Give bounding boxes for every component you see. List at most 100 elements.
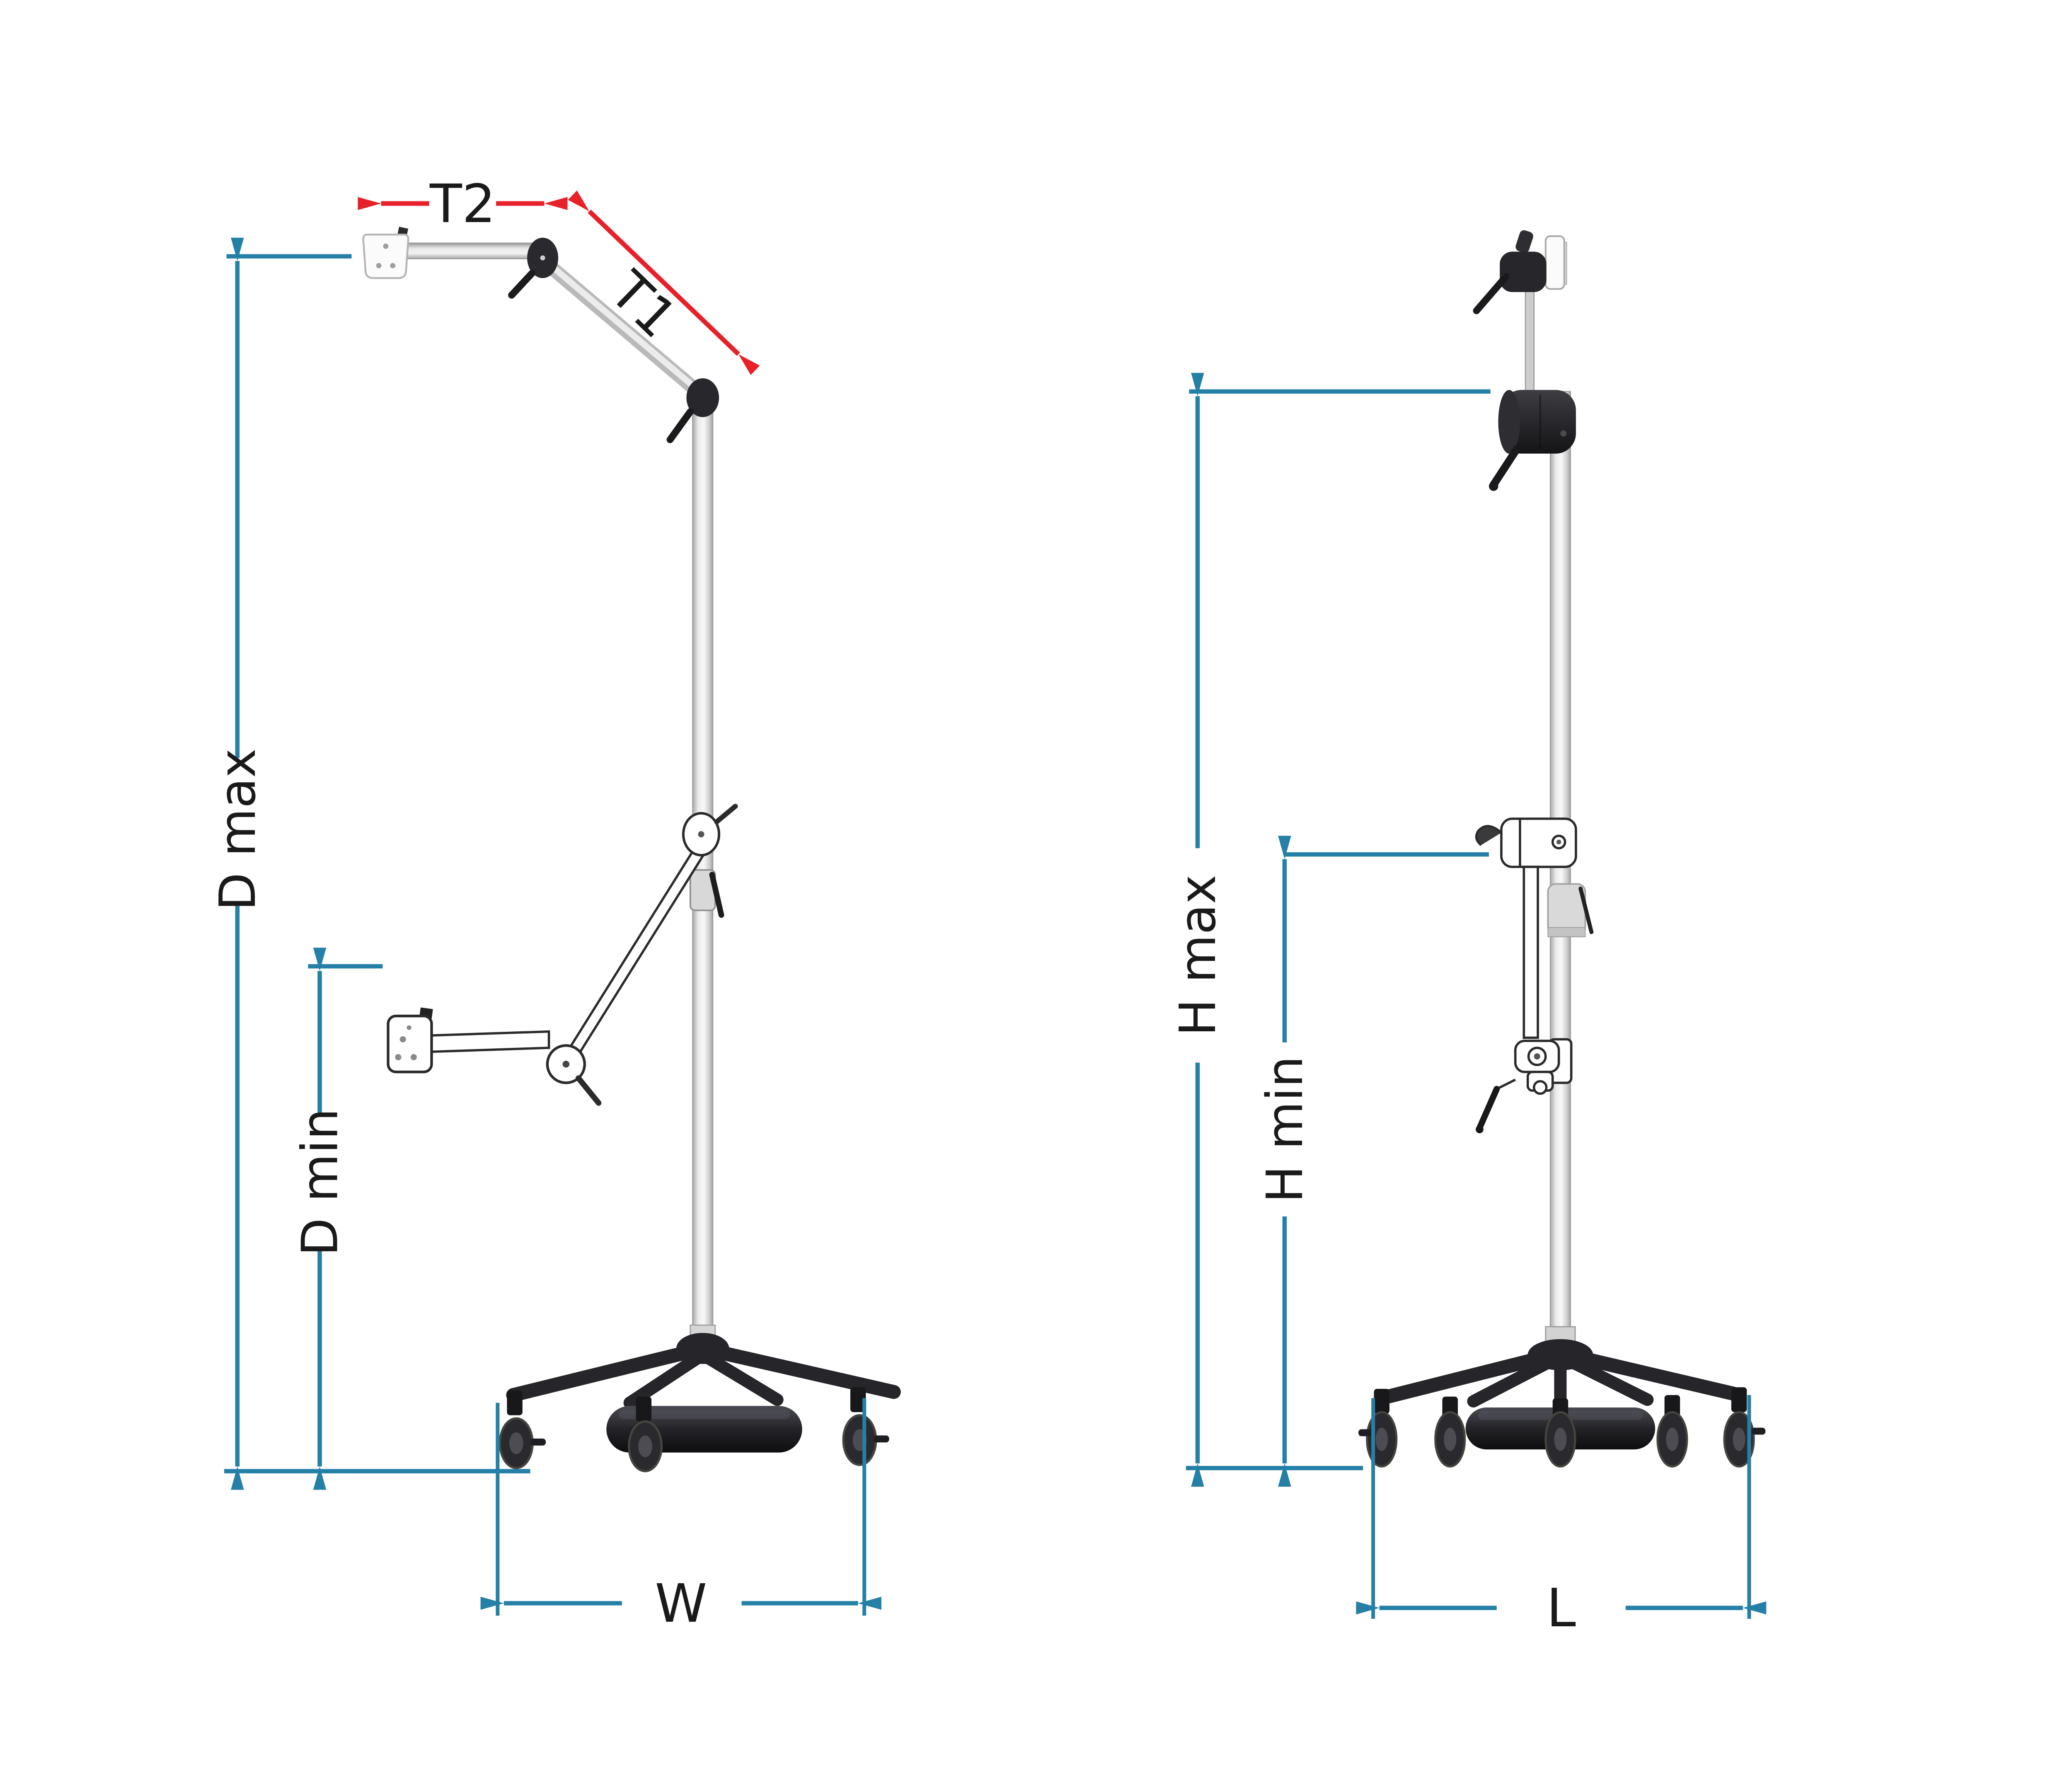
bracket-bottom-pivot-dot [1534,1053,1540,1060]
lamp-head-raised [362,227,409,279]
caster [1434,1396,1466,1468]
base-hub [676,1333,729,1364]
bracket-lever-link [1496,1079,1516,1090]
caster-hub [1733,1427,1745,1451]
t1-label: T1 [598,260,688,350]
elbow-knob-screw [540,255,545,261]
lower-elbow-screw [562,1061,570,1068]
bracket-bottom-lever [1476,1086,1500,1131]
l-label: L [1547,1578,1576,1639]
dim-d-min: D min [292,948,383,1490]
caster-brake [530,1438,546,1446]
front-arm-raised-position [362,227,719,443]
upper-clamp-body [1501,390,1576,454]
caster-stem [507,1390,523,1415]
caster-hub [1554,1427,1567,1451]
caster [628,1396,663,1473]
side-base [1358,1326,1766,1468]
dim-d-max: D max [209,237,352,1490]
caster-brake [874,1435,889,1443]
dim-h-min: H min [1256,836,1489,1487]
dim-t2: T2 [358,174,568,235]
ring-joint-handle [714,803,738,825]
lamp-head-dot [407,1025,411,1030]
d-max-label: D max [209,748,267,911]
base-tray-highlight [619,1410,790,1420]
pole-collar-lever [1578,886,1594,934]
side-mid-bracket [1475,817,1594,1134]
pole-top-joint-lever [666,408,694,443]
dim-h-max: H max [1169,372,1491,1487]
dim-w: W [480,1398,881,1635]
caster [842,1387,889,1466]
lamp-head-edge [1544,235,1565,290]
caster-stem [850,1387,866,1412]
head-knob [1515,230,1533,253]
w-label: W [655,1573,707,1635]
lamp-head-lowered [387,1007,433,1074]
lamp-head-dot [390,263,396,268]
dim-t1: T1 [568,190,760,375]
dim-l: L [1356,1395,1767,1639]
caster [1656,1395,1688,1468]
h-max-label: H max [1169,875,1227,1036]
height-clamp-lever [709,872,724,918]
caster-stem [636,1396,652,1422]
upper-clamp-cap [1498,390,1520,454]
lower-elbow-lever [576,1075,602,1106]
t2-label: T2 [429,174,496,235]
caster-brake [1358,1429,1372,1437]
caster [499,1390,546,1469]
lamp-head-dot [395,1054,402,1060]
lamp-head-dot [399,1036,406,1042]
head-clamp-lever [1473,273,1510,314]
front-arm-lowered-position [387,803,738,1106]
ring-joint-screw [698,831,704,837]
caster-hub [1375,1427,1388,1451]
pole-collar-lip [1547,927,1586,937]
base-arm [506,1341,710,1402]
head-clamp [1500,252,1547,292]
lamp-head-dot [376,263,382,268]
caster [1723,1387,1766,1468]
lamp-head-plate [387,1014,433,1074]
top-arm-tube [407,242,542,259]
head-arm-rod [1525,288,1535,395]
front-view: T2 T1 D max D min W [209,174,901,1635]
lamp-head-dot [383,243,389,249]
caster-hub [509,1432,523,1454]
lamp-head-dot [410,1054,417,1060]
caster [1544,1398,1576,1468]
base-arm [623,1348,709,1409]
base-arm [695,1341,901,1399]
side-pole [1549,391,1571,1349]
upper-clamp-lever [1489,445,1521,489]
h-min-label: H min [1256,1056,1314,1203]
lower-horizontal-arm [430,1030,550,1053]
lamp-stand-dimension-drawing: T2 T1 D max D min W [209,174,1767,1639]
bracket-bottom-joint [1532,1080,1548,1095]
lamp-head-plate [362,233,409,279]
pole-top-joint [686,378,719,417]
t1-arrow [568,190,760,375]
caster-hub [1666,1427,1679,1451]
caster-hub [1444,1427,1457,1451]
caster-brake [1751,1427,1766,1435]
dimension-diagram: T2 T1 D max D min W [209,173,1767,1640]
base-arm [696,1348,784,1406]
front-base [499,1324,901,1473]
upper-clamp-screw [1560,430,1567,437]
lower-arm-tube [559,844,708,1069]
caster-hub [638,1435,652,1457]
folded-arm-rod [1523,866,1539,1039]
bracket-lever-knob [1476,1125,1484,1134]
caster-stem [1374,1388,1389,1414]
side-view: H max H min L [1169,230,1767,1639]
side-upper-clamp [1489,390,1576,491]
side-head-assembly [1473,230,1567,395]
caster-stem [1664,1395,1680,1417]
elbow-knob-lever [508,270,535,299]
bracket-top-pivot-dot [1556,839,1561,844]
base-hub [1527,1339,1593,1370]
bracket-hook-lever [1475,825,1502,846]
